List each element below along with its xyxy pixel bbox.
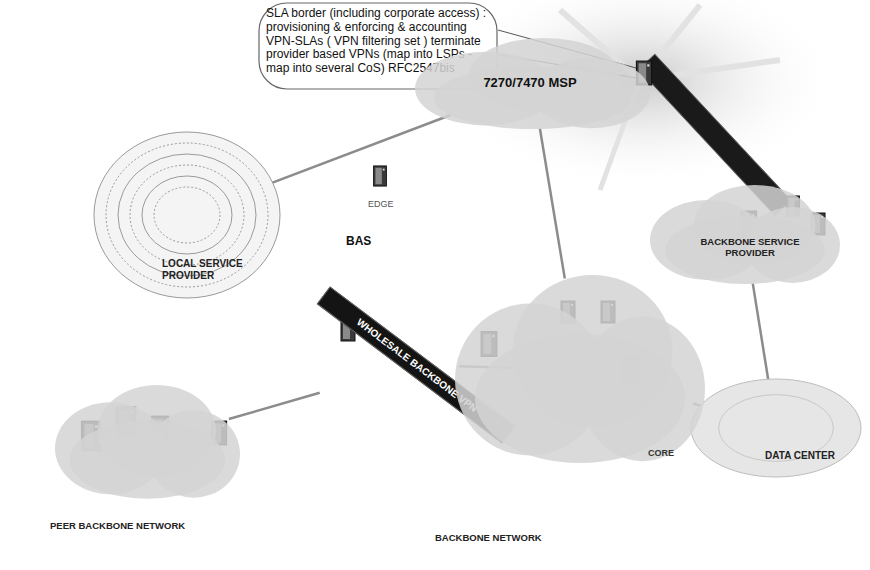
data-center-disk: DATA CENTER	[690, 378, 862, 478]
link-line	[540, 129, 565, 279]
area-label: BAS	[346, 234, 371, 248]
node-text: LOCAL SERVICE PROVIDER	[162, 258, 262, 281]
area-label: EDGE	[368, 199, 394, 209]
msp-cloud: 7270/7470 MSP	[415, 38, 650, 130]
link-line	[753, 283, 768, 379]
data-center-disk-outline	[690, 378, 862, 478]
node-text: BACKBONE NETWORK	[435, 533, 595, 544]
node-text: 7270/7470 MSP	[465, 76, 595, 91]
provider-cloud: BACKBONE SERVICE PROVIDER	[650, 185, 840, 285]
peer-network: PEER BACKBONE NETWORK	[55, 385, 240, 500]
provider-cloud-outline	[650, 185, 840, 285]
node-text: BACKBONE SERVICE PROVIDER	[695, 237, 805, 259]
peer-network-outline	[55, 385, 240, 500]
provider-rings: LOCAL SERVICE PROVIDER	[92, 130, 282, 300]
link-line	[229, 393, 320, 419]
backbone-cloud-outline	[455, 275, 705, 465]
node-text: PEER BACKBONE NETWORK	[50, 521, 250, 532]
node-text: DATA CENTER	[750, 450, 850, 462]
link-line	[272, 115, 451, 183]
backbone-cloud: BACKBONE NETWORK	[455, 275, 705, 465]
area-label: CORE	[648, 448, 674, 458]
